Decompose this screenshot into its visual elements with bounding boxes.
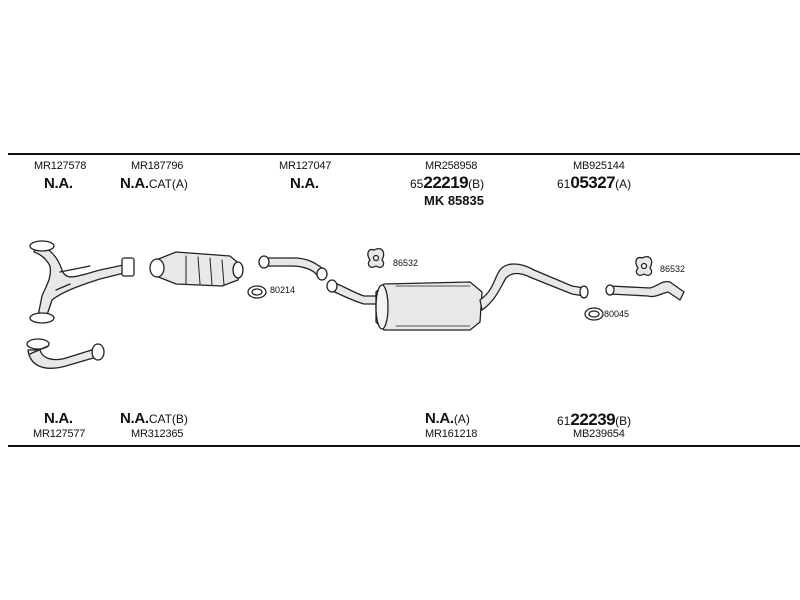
sealing-ring-left-drawing <box>247 285 267 299</box>
name-tail-pipe-b: 6122239(B) <box>557 410 632 429</box>
ref-hanger-mid: 86532 <box>393 258 419 268</box>
name-middle-silencer-b: N.A.(A) <box>425 410 470 427</box>
part-number-catalyst-b: MR312365 <box>131 428 184 440</box>
front-pipe-y-drawing <box>29 240 135 324</box>
name-front-pipe-b: N.A. <box>44 410 73 427</box>
name-intermediate-pipe: N.A. <box>290 175 319 192</box>
ref-hanger-right: 86532 <box>660 264 686 274</box>
part-number-catalyst-a: MR187796 <box>131 160 184 172</box>
rubber-hanger-mid-drawing <box>367 248 385 268</box>
catalytic-converter-drawing <box>149 251 244 287</box>
part-number-middle-silencer-b: MR161218 <box>425 428 478 440</box>
part-number-intermediate-pipe: MR127047 <box>279 160 332 172</box>
name-front-pipe: N.A. <box>44 175 73 192</box>
middle-silencer-drawing <box>326 263 589 331</box>
top-divider <box>8 153 800 155</box>
front-pipe-u-drawing <box>26 338 105 369</box>
sealing-ring-right-drawing <box>584 307 604 321</box>
name-middle-silencer: 6522219(B) <box>410 173 485 192</box>
part-number-front-pipe-b: MR127577 <box>33 428 86 440</box>
tail-pipe-drawing <box>605 280 685 301</box>
ref-ring-right: 80045 <box>604 309 630 319</box>
part-number-tail-pipe: MB925144 <box>573 160 625 172</box>
bottom-divider <box>8 445 800 447</box>
mounting-kit-label: MK 85835 <box>424 193 484 208</box>
name-catalyst-b: N.A.CAT(B) <box>120 410 188 427</box>
intermediate-pipe-drawing <box>258 255 328 281</box>
name-tail-pipe: 6105327(A) <box>557 173 632 192</box>
name-catalyst-a: N.A.CAT(A) <box>120 175 188 192</box>
part-number-middle-silencer: MR258958 <box>425 160 478 172</box>
ref-ring-left: 80214 <box>270 285 296 295</box>
part-number-front-pipe: MR127578 <box>34 160 87 172</box>
rubber-hanger-right-drawing <box>635 256 653 276</box>
part-number-tail-pipe-b: MB239654 <box>573 428 625 440</box>
